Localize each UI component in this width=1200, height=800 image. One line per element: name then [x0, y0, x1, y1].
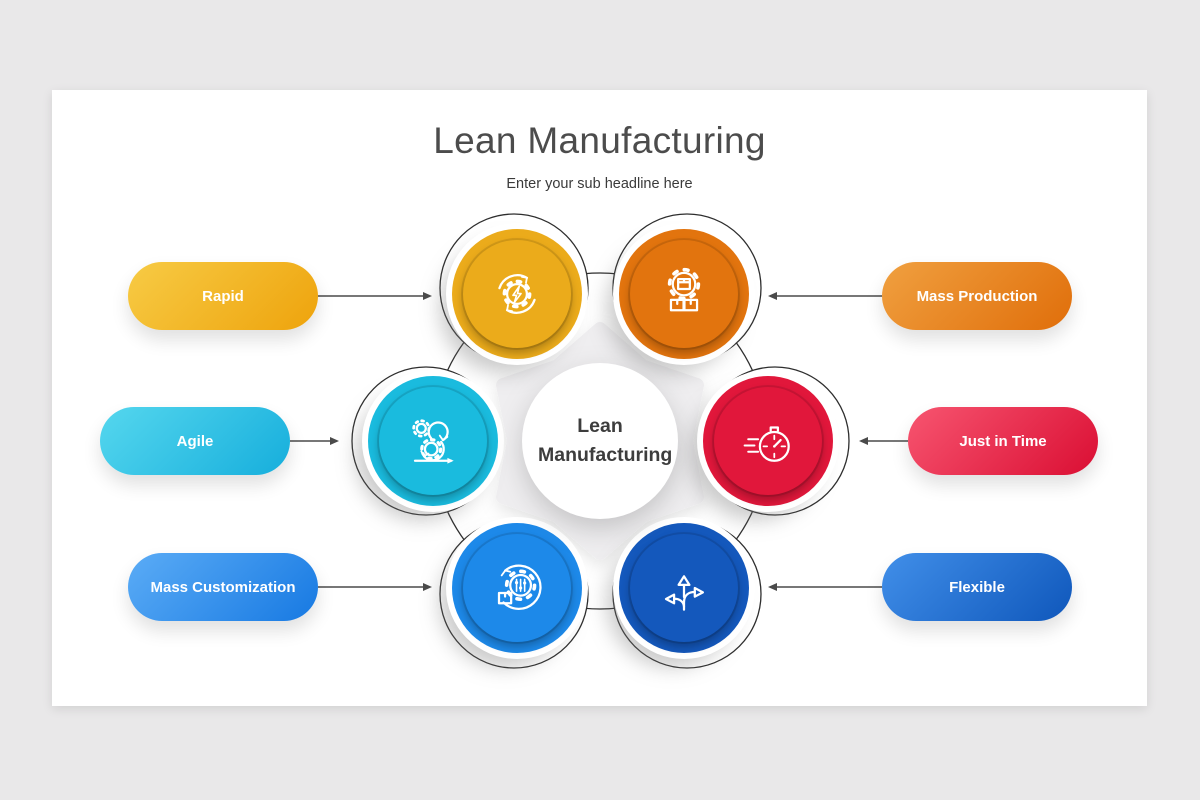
three-way-arrows-icon	[664, 575, 705, 611]
page-subtitle: Enter your sub headline here	[506, 176, 693, 192]
pill-just-in-time-label: Just in Time	[959, 432, 1047, 450]
pill-rapid: Rapid	[128, 262, 318, 330]
node-mass-production	[619, 229, 749, 359]
page-title: Lean Manufacturing	[433, 120, 766, 161]
connector-arrows	[290, 292, 908, 591]
pill-mass-customization-label: Mass Customization	[150, 578, 296, 596]
node-mass-customization	[452, 523, 582, 653]
gear-lightning-cycle-icon	[498, 274, 536, 314]
node-rapid	[452, 229, 582, 359]
pill-agile: Agile	[100, 407, 290, 475]
node-agile	[368, 376, 498, 506]
pill-agile-label: Agile	[176, 432, 214, 450]
pill-mass-production: Mass Production	[882, 262, 1072, 330]
node-flexible	[619, 523, 749, 653]
gear-sliders-box-icon	[497, 564, 542, 610]
slide-canvas: Lean Manufacturing Enter your sub headli…	[52, 90, 1147, 706]
pill-mass-production-label: Mass Production	[916, 287, 1038, 305]
pill-flexible-label: Flexible	[949, 578, 1005, 596]
pill-flexible: Flexible	[882, 553, 1072, 621]
agile-sprint-gears-icon	[412, 419, 454, 464]
center-label: Lean Manufacturing	[538, 414, 673, 466]
pill-just-in-time: Just in Time	[908, 407, 1098, 475]
stopwatch-speed-icon	[743, 426, 790, 462]
center-circle: Lean Manufacturing	[522, 363, 678, 519]
gear-packages-icon	[667, 267, 701, 312]
node-just-in-time	[703, 376, 833, 506]
pill-rapid-label: Rapid	[202, 287, 244, 305]
pill-mass-customization: Mass Customization	[128, 553, 318, 621]
